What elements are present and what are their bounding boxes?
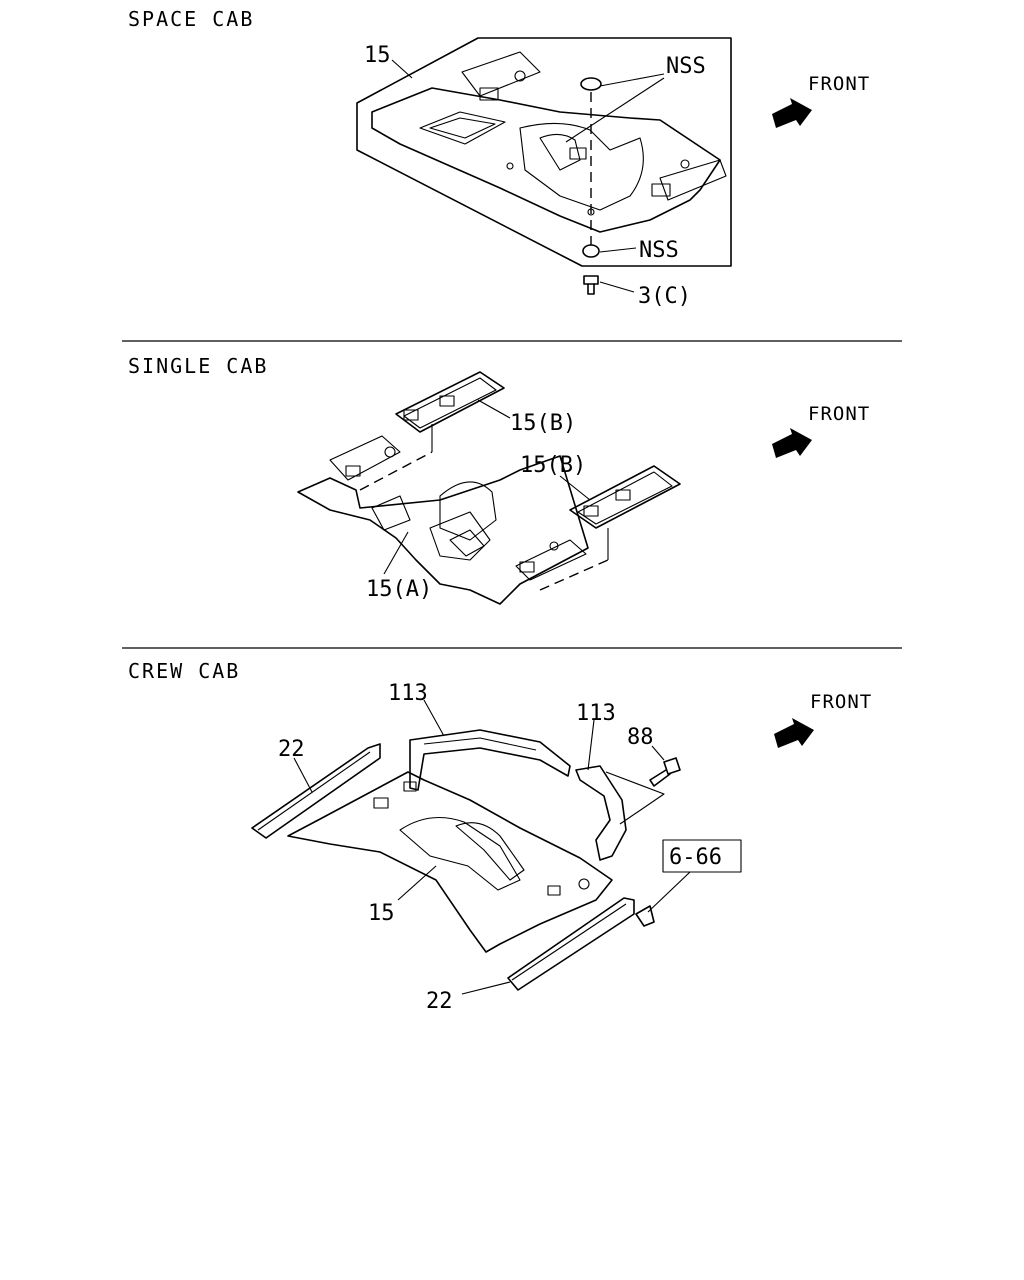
label-3c: 3(C) [638,284,691,309]
leader-3c [599,281,635,293]
leader-15b-top [477,399,511,419]
phantom-line-2 [539,559,609,591]
space-cab-heading: SPACE CAB [128,7,254,31]
leader-nss-top-a [599,73,665,87]
floor-panel-15a [297,435,589,605]
plug-top-icon [580,77,602,91]
floor-panel-square-hole-2 [651,183,671,197]
floor-panel-hole-b [506,162,514,170]
cross-member-113-left [409,729,571,791]
leader-88 [651,745,665,761]
leader-15 [397,865,437,901]
nut-bottom-icon [582,244,600,258]
leader-15a [383,531,409,575]
leader-nss-top-b [565,77,665,143]
label-15: 15 [368,901,395,926]
label-88: 88 [627,725,654,750]
front-label: FRONT [808,73,870,95]
phantom-line-1 [359,451,433,491]
floor-panel-square-hole-1 [479,87,499,101]
bolt-3c-icon [583,275,599,295]
space-cab-panel-outline [356,37,732,267]
leader-113-right [587,719,595,771]
leader-15b-right [559,475,591,501]
seat-bracket-15b-right [569,465,681,529]
label-15b-right: 15(B) [520,453,586,478]
seat-bracket-15b-top [395,371,505,433]
label-6-66: 6-66 [669,845,722,870]
label-113-right: 113 [576,701,616,726]
floor-panel-stud-hole [587,208,595,216]
label-nss-bottom: NSS [639,238,679,263]
leader-113-left [423,699,445,737]
floor-panel-tunnel [519,122,644,211]
floor-panel-hole-a [514,70,526,82]
label-15: 15 [364,43,391,68]
floor-panel-seat-mount-rear [461,51,541,97]
label-22-bottom: 22 [426,989,453,1014]
label-22-top: 22 [278,737,305,762]
crew-cab-heading: CREW CAB [128,659,240,683]
floor-panel-bracket [539,133,581,171]
front-arrow-icon [772,98,812,128]
label-15a: 15(A) [366,577,432,602]
label-nss-top: NSS [666,54,706,79]
leader-22-top [293,757,313,793]
front-label: FRONT [808,403,870,425]
floor-panel-square-hole-3 [569,147,587,160]
space-cab-floor-panel [371,51,727,233]
cross-member-113-right [575,765,665,861]
front-arrow-icon [774,718,814,748]
floor-panel-recess [419,111,506,145]
sill-rail-22-top [251,743,381,839]
floor-panel-hole-c [680,159,690,169]
space-cab-section: SPACE CAB [128,7,870,309]
leader-22-bottom [461,981,511,995]
label-113-left: 113 [388,681,428,706]
label-15b-top: 15(B) [510,411,576,436]
leader-nss-bottom [599,247,637,253]
floor-panel-seat-mount-front [659,159,727,201]
front-label: FRONT [810,691,872,713]
floor-panel-15 [287,771,613,953]
ref-box-6-66 [662,839,742,873]
sill-rail-22-bottom [507,897,635,991]
leader-6-66 [647,871,691,913]
crew-cab-section: CREW CAB [128,659,872,1014]
single-cab-heading: SINGLE CAB [128,354,268,378]
bolt-88-icon [649,757,681,787]
leader-15 [391,59,413,79]
single-cab-section: SINGLE CAB [128,354,870,605]
front-arrow-icon [772,428,812,458]
floor-panel-body [371,87,721,233]
